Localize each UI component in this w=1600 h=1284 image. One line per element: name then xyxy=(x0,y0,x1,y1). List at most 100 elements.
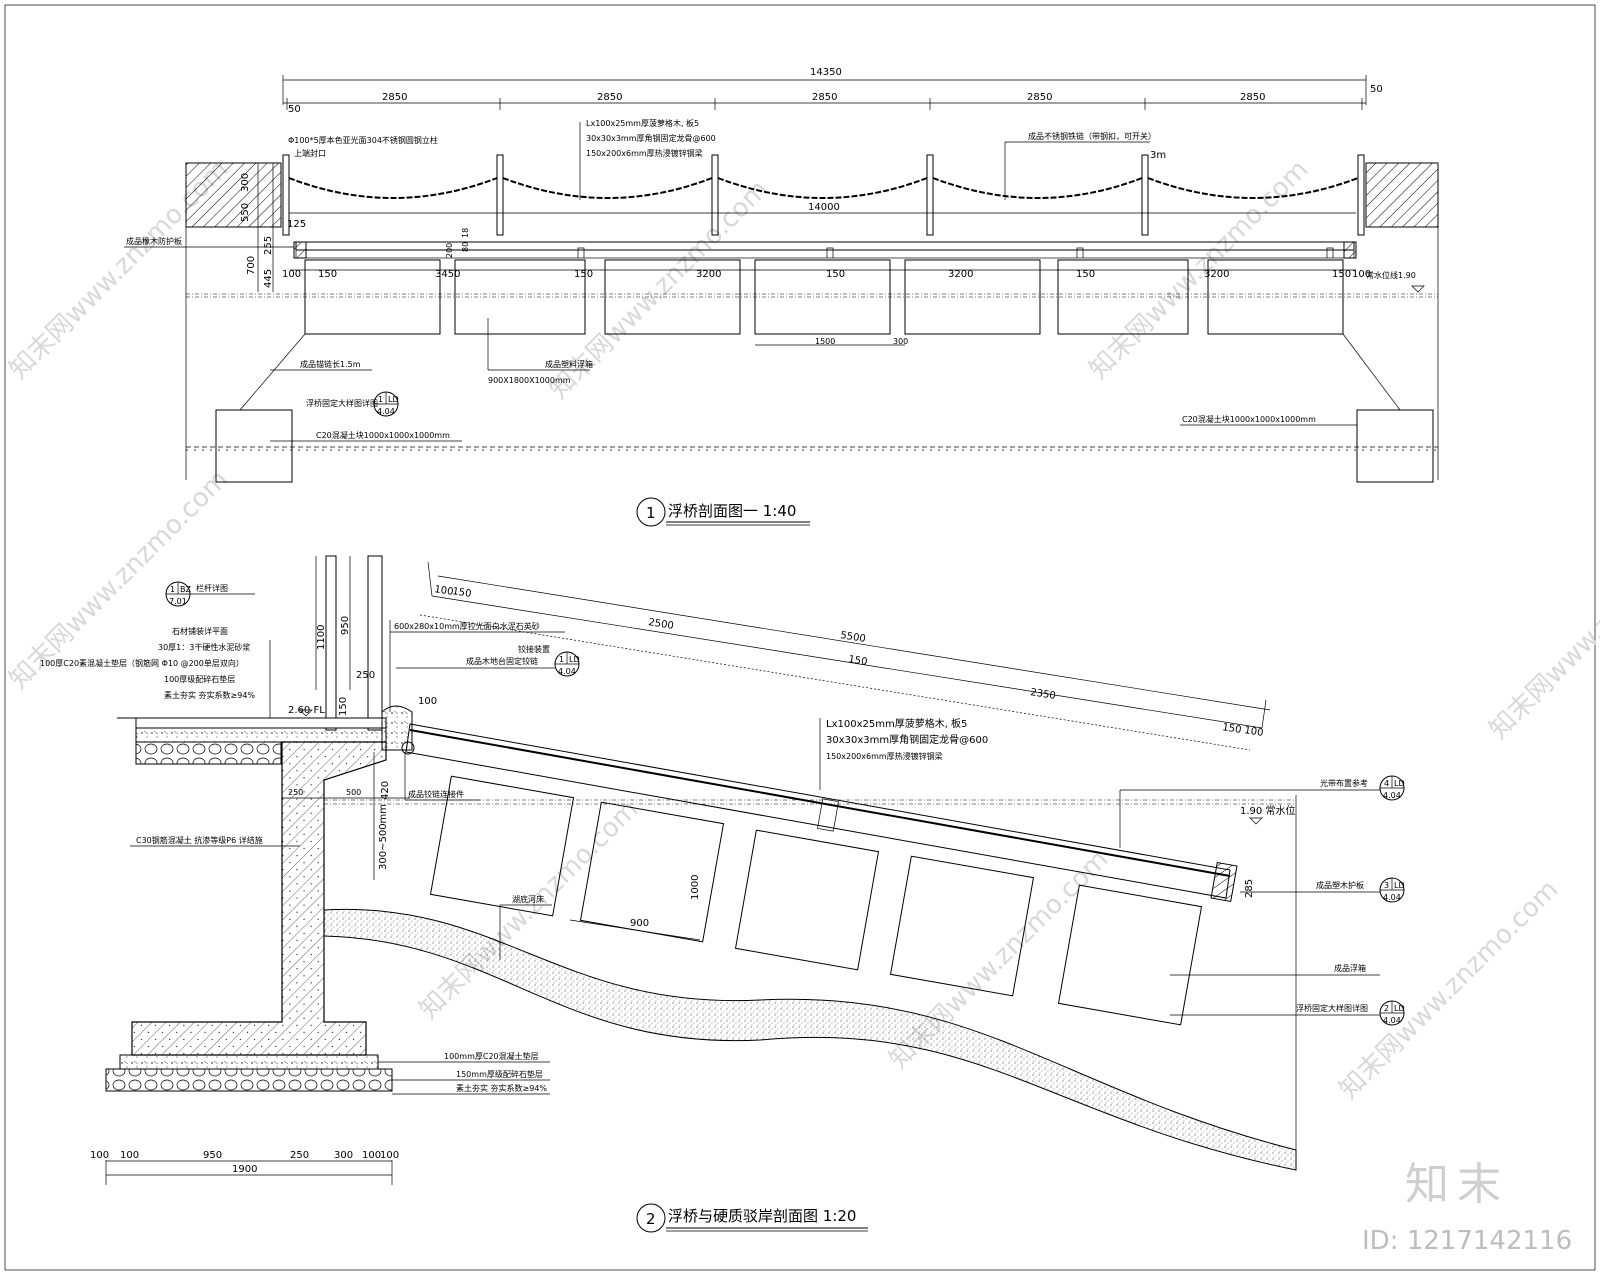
base-gravel xyxy=(105,1068,393,1092)
svg-text:3200: 3200 xyxy=(1204,269,1229,280)
svg-text:100: 100 xyxy=(434,584,455,598)
svg-text:250: 250 xyxy=(290,1150,309,1161)
label-lighting: 光带布置参考 xyxy=(1320,778,1368,788)
dim-total: 14350 xyxy=(810,67,842,78)
label-chain: 成品不锈钢铁链（带钢扣，可开关） xyxy=(1028,131,1156,141)
svg-text:7.01: 7.01 xyxy=(169,597,187,606)
anchor-block-right xyxy=(1356,409,1434,483)
svg-text:3450: 3450 xyxy=(435,269,460,280)
label-railing-ref: 栏杆详图 xyxy=(196,583,228,593)
channel-supports xyxy=(577,247,1334,258)
label-slab: 100厚C20素混凝土垫层（钢筋网 Φ10 @200单层双向） xyxy=(40,658,244,668)
abutment-left xyxy=(185,162,282,228)
label-fender: 成品橡木防护板 xyxy=(126,236,182,246)
label-float-2: 成品浮箱 xyxy=(1334,963,1366,973)
svg-text:1: 1 xyxy=(646,504,656,522)
svg-text:285: 285 xyxy=(1244,879,1255,898)
railing-post-right xyxy=(367,555,383,731)
label-connector: 成品铰链连接件 xyxy=(408,789,464,799)
label-angle: 30x30x3mm厚角钢固定龙骨@600 xyxy=(586,133,716,143)
svg-text:150: 150 xyxy=(318,269,337,280)
label-detail-ref-2: 浮桥固定大样图详图 xyxy=(1296,1003,1368,1013)
svg-text:150: 150 xyxy=(826,269,845,280)
svg-text:250: 250 xyxy=(356,670,375,681)
retaining-wall xyxy=(131,741,387,1056)
svg-text:150: 150 xyxy=(848,654,869,668)
svg-text:2: 2 xyxy=(646,1210,656,1228)
svg-text:2: 2 xyxy=(1384,1004,1389,1013)
floats xyxy=(304,259,1344,335)
svg-text:300: 300 xyxy=(334,1150,353,1161)
label-wall: C30钢筋混凝土 抗渗等级P6 详结施 xyxy=(136,835,263,845)
brand-logo: 知末 xyxy=(1405,1159,1509,1210)
label-deck-board-2: Lx100x25mm厚菠萝格木, 板5 xyxy=(826,717,967,730)
svg-text:LD: LD xyxy=(388,395,399,404)
label-deck-board: Lx100x25mm厚菠萝格木, 板5 xyxy=(586,118,699,128)
label-block-left: C20混凝土块1000x1000x1000mm xyxy=(316,430,450,440)
svg-text:18: 18 xyxy=(461,228,470,238)
svg-text:100: 100 xyxy=(120,1150,139,1161)
dim-bay: 2850 xyxy=(382,92,407,103)
svg-text:1000: 1000 xyxy=(690,875,701,900)
dim-bay: 2850 xyxy=(1027,92,1052,103)
section-title-2: 浮桥与硬质驳岸剖面图 1:20 xyxy=(668,1207,856,1225)
svg-text:1100: 1100 xyxy=(316,625,327,650)
svg-text:3: 3 xyxy=(1384,881,1389,890)
svg-text:150: 150 xyxy=(1076,269,1095,280)
svg-text:3200: 3200 xyxy=(696,269,721,280)
svg-text:4: 4 xyxy=(1384,779,1389,788)
svg-text:255: 255 xyxy=(263,236,274,255)
svg-text:200: 200 xyxy=(445,243,454,258)
svg-text:300: 300 xyxy=(893,337,908,346)
svg-text:300~500mm: 300~500mm xyxy=(378,804,389,870)
label-fender-2: 成品塑木护板 xyxy=(1316,880,1364,890)
anchor-block-left xyxy=(215,409,293,483)
svg-text:2500: 2500 xyxy=(648,617,675,632)
dim-bay: 2850 xyxy=(812,92,837,103)
svg-text:LD: LD xyxy=(1394,1004,1405,1013)
railing-post-left xyxy=(325,555,337,731)
svg-text:5500: 5500 xyxy=(840,630,867,645)
sheet-border xyxy=(4,4,1596,1271)
section-2: 1100 950 250 150 100 2.60 FL 250 500 420… xyxy=(40,555,1405,1233)
svg-text:150: 150 xyxy=(1222,722,1243,736)
railing-posts xyxy=(282,154,1365,236)
label-detail-ref: 浮桥固定大样图详图 xyxy=(306,398,378,408)
svg-text:1: 1 xyxy=(378,395,383,404)
dim-deck-span: 14000 xyxy=(808,202,840,213)
slope-fender xyxy=(1210,861,1238,903)
svg-text:LD: LD xyxy=(1394,881,1405,890)
svg-text:100: 100 xyxy=(282,269,301,280)
svg-text:1500: 1500 xyxy=(815,337,835,346)
section-title: 浮桥剖面图一 1:40 xyxy=(668,502,796,520)
label-granite: 600x280x10mm厚拉光面白水泥石英砂 xyxy=(394,621,540,631)
svg-text:950: 950 xyxy=(340,616,351,635)
dim-bay: 2850 xyxy=(597,92,622,103)
label-base-soil: 素土夯实 夯实系数≥94% xyxy=(456,1083,547,1093)
water-level-2: 1.90 常水位 xyxy=(1240,804,1295,817)
water-level-label: 常水位线1.90 xyxy=(1366,270,1416,280)
label-hinge2: 铰接装置 xyxy=(518,644,550,654)
svg-text:500: 500 xyxy=(346,788,361,797)
svg-text:1: 1 xyxy=(559,655,564,664)
svg-text:80: 80 xyxy=(461,242,470,252)
deck-board xyxy=(295,241,1355,251)
label-post-cap: 上端封口 xyxy=(294,148,326,158)
svg-text:4.04: 4.04 xyxy=(1383,791,1401,800)
section-1: 14350 2850 2850 2850 2850 2850 50 50 xyxy=(124,67,1439,527)
paving-stone xyxy=(135,717,387,729)
label-gravel: 100厚级配碎石垫层 xyxy=(164,674,235,684)
svg-text:100: 100 xyxy=(380,1150,399,1161)
svg-text:4.04: 4.04 xyxy=(558,667,576,676)
label-paving-plan: 石材铺装详平面 xyxy=(172,626,228,636)
riverbed xyxy=(323,908,1297,1171)
abutment-right xyxy=(1365,162,1439,228)
svg-text:300: 300 xyxy=(240,173,251,192)
svg-text:420: 420 xyxy=(380,781,391,800)
label-riverbed: 湖底河床 xyxy=(512,894,544,904)
paving-gravel xyxy=(135,741,282,765)
dim-end-right: 50 xyxy=(1370,84,1383,95)
dim-end-left: 50 xyxy=(288,104,301,115)
